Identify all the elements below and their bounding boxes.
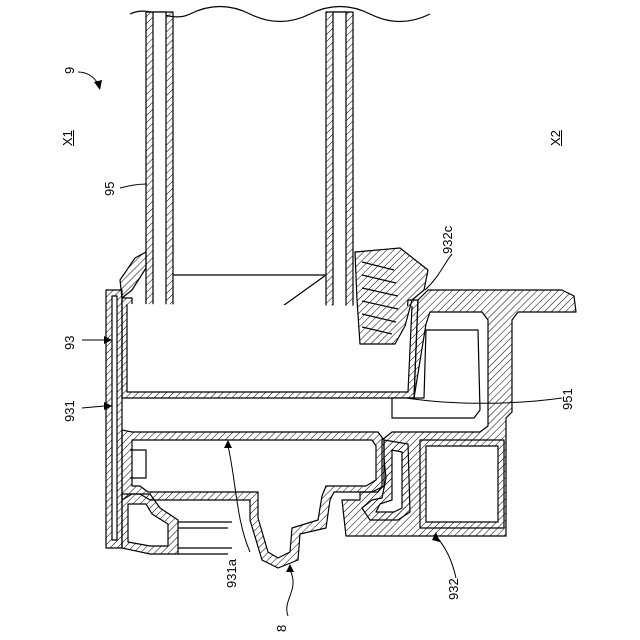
label-fig-9: 9	[62, 67, 77, 74]
arrowhead-8	[286, 564, 294, 572]
glazing-lip	[120, 252, 146, 298]
label-x1: X1	[60, 130, 75, 146]
label-951: 951	[560, 388, 575, 410]
label-8: 8	[274, 625, 289, 632]
leader-931	[82, 406, 104, 408]
leader-8	[287, 570, 293, 616]
label-93: 93	[62, 336, 77, 350]
frame-outer-wall-core	[112, 296, 117, 540]
leader-95	[120, 184, 147, 188]
arrowhead-9	[94, 80, 102, 90]
leader-932c	[425, 254, 452, 290]
frame-inner-box	[426, 446, 498, 522]
label-931: 931	[62, 400, 77, 422]
label-932c: 932c	[440, 226, 455, 254]
label-x2: X2	[548, 130, 563, 146]
label-932: 932	[446, 578, 461, 600]
fixing-fins	[178, 522, 232, 554]
label-931a: 931a	[224, 559, 239, 588]
label-95: 95	[102, 182, 117, 196]
leader-932	[436, 536, 456, 578]
break-line	[130, 7, 430, 22]
